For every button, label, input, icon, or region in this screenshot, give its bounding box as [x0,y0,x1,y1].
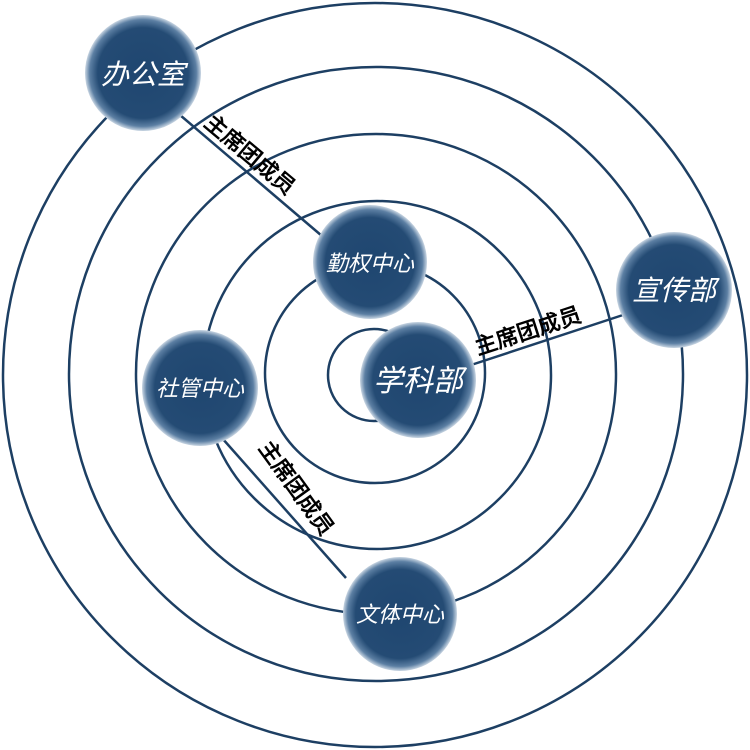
node-rights[interactable]: 勤权中心 [313,205,427,319]
node-label: 宣传部 [632,274,720,307]
edge-line-academic-publicity [467,312,627,368]
node-label: 文体中心 [356,603,445,628]
edge-line-office-rights [179,114,323,237]
edge-line-community-culture [221,437,347,579]
node-label: 办公室 [101,58,189,91]
node-label: 勤权中心 [326,252,415,277]
edge-label: 主席团成员 [199,110,300,201]
edges [179,114,627,579]
orbit-ring-2 [67,65,685,683]
node-office[interactable]: 办公室 [85,15,201,131]
node-label: 学科部 [373,364,468,399]
edge-label: 主席团成员 [472,302,585,361]
node-publicity[interactable]: 宣传部 [616,232,732,348]
node-community[interactable]: 社管中心 [142,330,258,446]
node-academic[interactable]: 学科部 [360,322,476,438]
node-culture[interactable]: 文体中心 [343,557,457,671]
nodes: 办公室 勤权中心 宣传部 学科部 社管中心 文体中心 [85,15,732,671]
node-label: 社管中心 [156,377,245,402]
